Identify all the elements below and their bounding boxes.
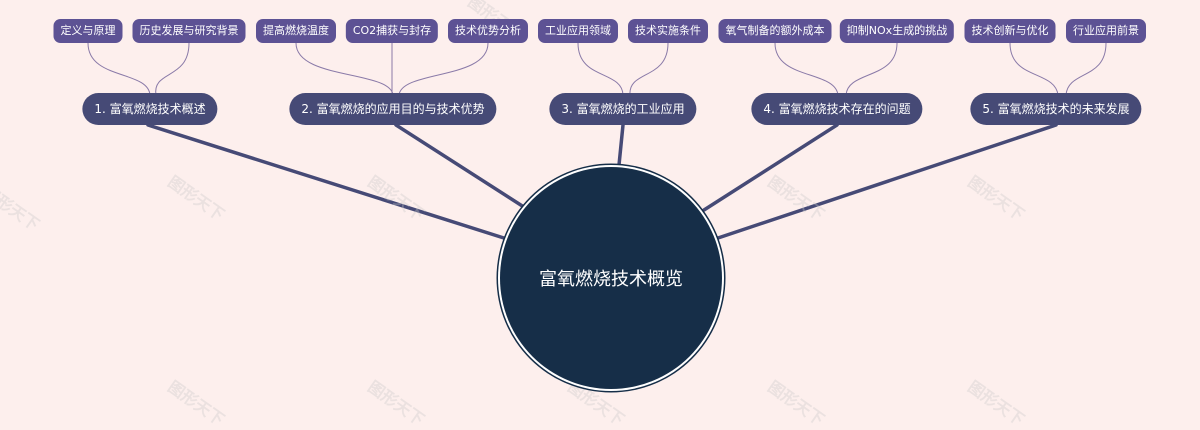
trunk-line-1 <box>146 123 509 241</box>
trunk-line-3 <box>617 123 625 167</box>
subtopic-node[interactable]: 历史发展与研究背景 <box>132 19 246 43</box>
branch-curve <box>1065 42 1107 96</box>
subtopic-node[interactable]: 氧气制备的额外成本 <box>718 19 832 43</box>
subtopic-node[interactable]: 工业应用领域 <box>538 19 618 43</box>
subtopic-node[interactable]: 定义与原理 <box>53 19 123 43</box>
topic-node-overview[interactable]: 1. 富氧燃烧技术概述 <box>82 93 218 125</box>
connector-lines <box>87 42 1107 241</box>
subtopic-node[interactable]: 技术优势分析 <box>448 19 528 43</box>
subtopic-node[interactable]: 提高燃烧温度 <box>256 19 336 43</box>
subtopic-node[interactable]: 技术实施条件 <box>628 19 708 43</box>
subtopic-node[interactable]: 抑制NOx生成的挑战 <box>839 19 955 43</box>
subtopic-node[interactable]: CO2捕获与封存 <box>345 19 439 43</box>
topic-node-industrial-application[interactable]: 3. 富氧燃烧的工业应用 <box>549 93 697 125</box>
trunk-line-5 <box>716 123 1058 240</box>
trunk-line-4 <box>702 123 839 212</box>
branch-curve <box>87 42 151 96</box>
branch-curve <box>295 42 394 96</box>
branch-curve <box>845 42 898 96</box>
topic-node-problems[interactable]: 4. 富氧燃烧技术存在的问题 <box>751 93 923 125</box>
branch-curve <box>629 42 669 96</box>
topic-node-purpose-advantages[interactable]: 2. 富氧燃烧的应用目的与技术优势 <box>289 93 497 125</box>
central-topic-node[interactable]: 富氧燃烧技术概览 <box>500 167 722 389</box>
branch-curve <box>577 42 624 96</box>
trunk-line-2 <box>394 123 529 211</box>
branch-curve <box>774 42 839 96</box>
central-topic-label: 富氧燃烧技术概览 <box>539 269 683 290</box>
subtopic-node[interactable]: 行业应用前景 <box>1066 19 1146 43</box>
branch-curve <box>155 42 190 96</box>
branch-curve <box>1009 42 1059 96</box>
branch-curve <box>398 42 489 96</box>
topic-node-future-development[interactable]: 5. 富氧燃烧技术的未来发展 <box>970 93 1142 125</box>
subtopic-node[interactable]: 技术创新与优化 <box>964 19 1056 43</box>
